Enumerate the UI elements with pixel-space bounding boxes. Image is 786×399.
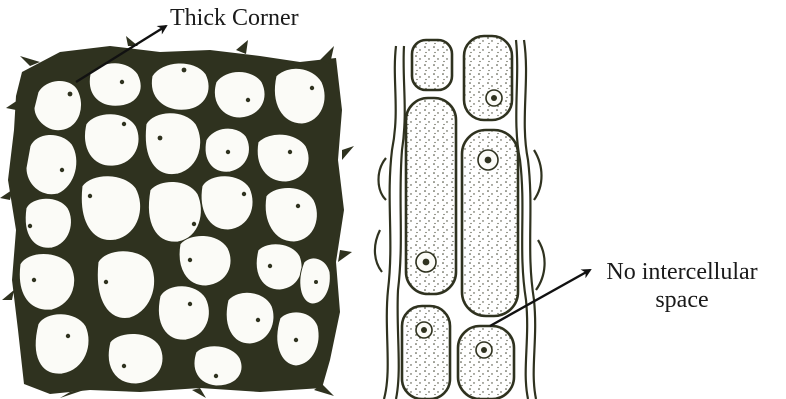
cell (84, 114, 139, 166)
no-intercellular-label-line2: space (592, 286, 772, 314)
no-intercellular-space-label: No intercellular space (592, 258, 772, 314)
nucleus (122, 122, 126, 126)
longitudinal-section (375, 36, 545, 399)
cell (194, 346, 242, 386)
nucleolus (491, 95, 497, 101)
cell (25, 198, 71, 248)
nucleus (68, 92, 73, 97)
nucleus (214, 374, 218, 378)
cell (179, 235, 231, 286)
side-bracket-left (375, 158, 386, 272)
nucleus (182, 68, 187, 73)
cell (26, 134, 77, 194)
cell (148, 181, 201, 242)
cell (201, 176, 253, 230)
nucleus (88, 194, 92, 198)
nucleus (314, 280, 318, 284)
elongated-cell (458, 326, 514, 399)
nucleus (310, 86, 314, 90)
cell (34, 80, 82, 130)
nucleus (256, 318, 260, 322)
nucleus (192, 222, 196, 226)
no-intercellular-label-line1: No intercellular (592, 258, 772, 286)
cell (158, 286, 209, 340)
nucleus (158, 136, 163, 141)
nucleolus (421, 327, 427, 333)
nucleolus (481, 347, 487, 353)
transverse-section (0, 36, 354, 398)
cell (108, 333, 163, 384)
nucleus (120, 80, 124, 84)
nucleus (246, 98, 250, 102)
nucleus (32, 278, 36, 282)
outer-wall-left (384, 46, 396, 399)
nucleus (268, 264, 272, 268)
cell (19, 254, 74, 311)
nucleus (188, 258, 192, 262)
nucleus (122, 364, 126, 368)
nucleolus (423, 259, 430, 266)
cell (256, 244, 302, 290)
nucleus (104, 280, 108, 284)
nucleus (28, 224, 32, 228)
elongated-cell (402, 306, 450, 399)
nucleus (288, 150, 292, 154)
thick-corner-label: Thick Corner (170, 4, 299, 32)
elongated-cell (464, 36, 512, 120)
nucleolus (485, 157, 492, 164)
nucleus (60, 168, 64, 172)
nucleus (296, 204, 300, 208)
nucleus (226, 150, 230, 154)
nucleus (294, 338, 298, 342)
nucleus (242, 192, 246, 196)
elongated-cell (412, 40, 452, 90)
cell (226, 292, 274, 344)
side-bracket-right (534, 150, 545, 290)
cell (145, 113, 200, 175)
cell (151, 63, 209, 110)
nucleus (188, 302, 192, 306)
nucleus (66, 334, 70, 338)
cell (214, 72, 265, 119)
cell (81, 176, 140, 241)
